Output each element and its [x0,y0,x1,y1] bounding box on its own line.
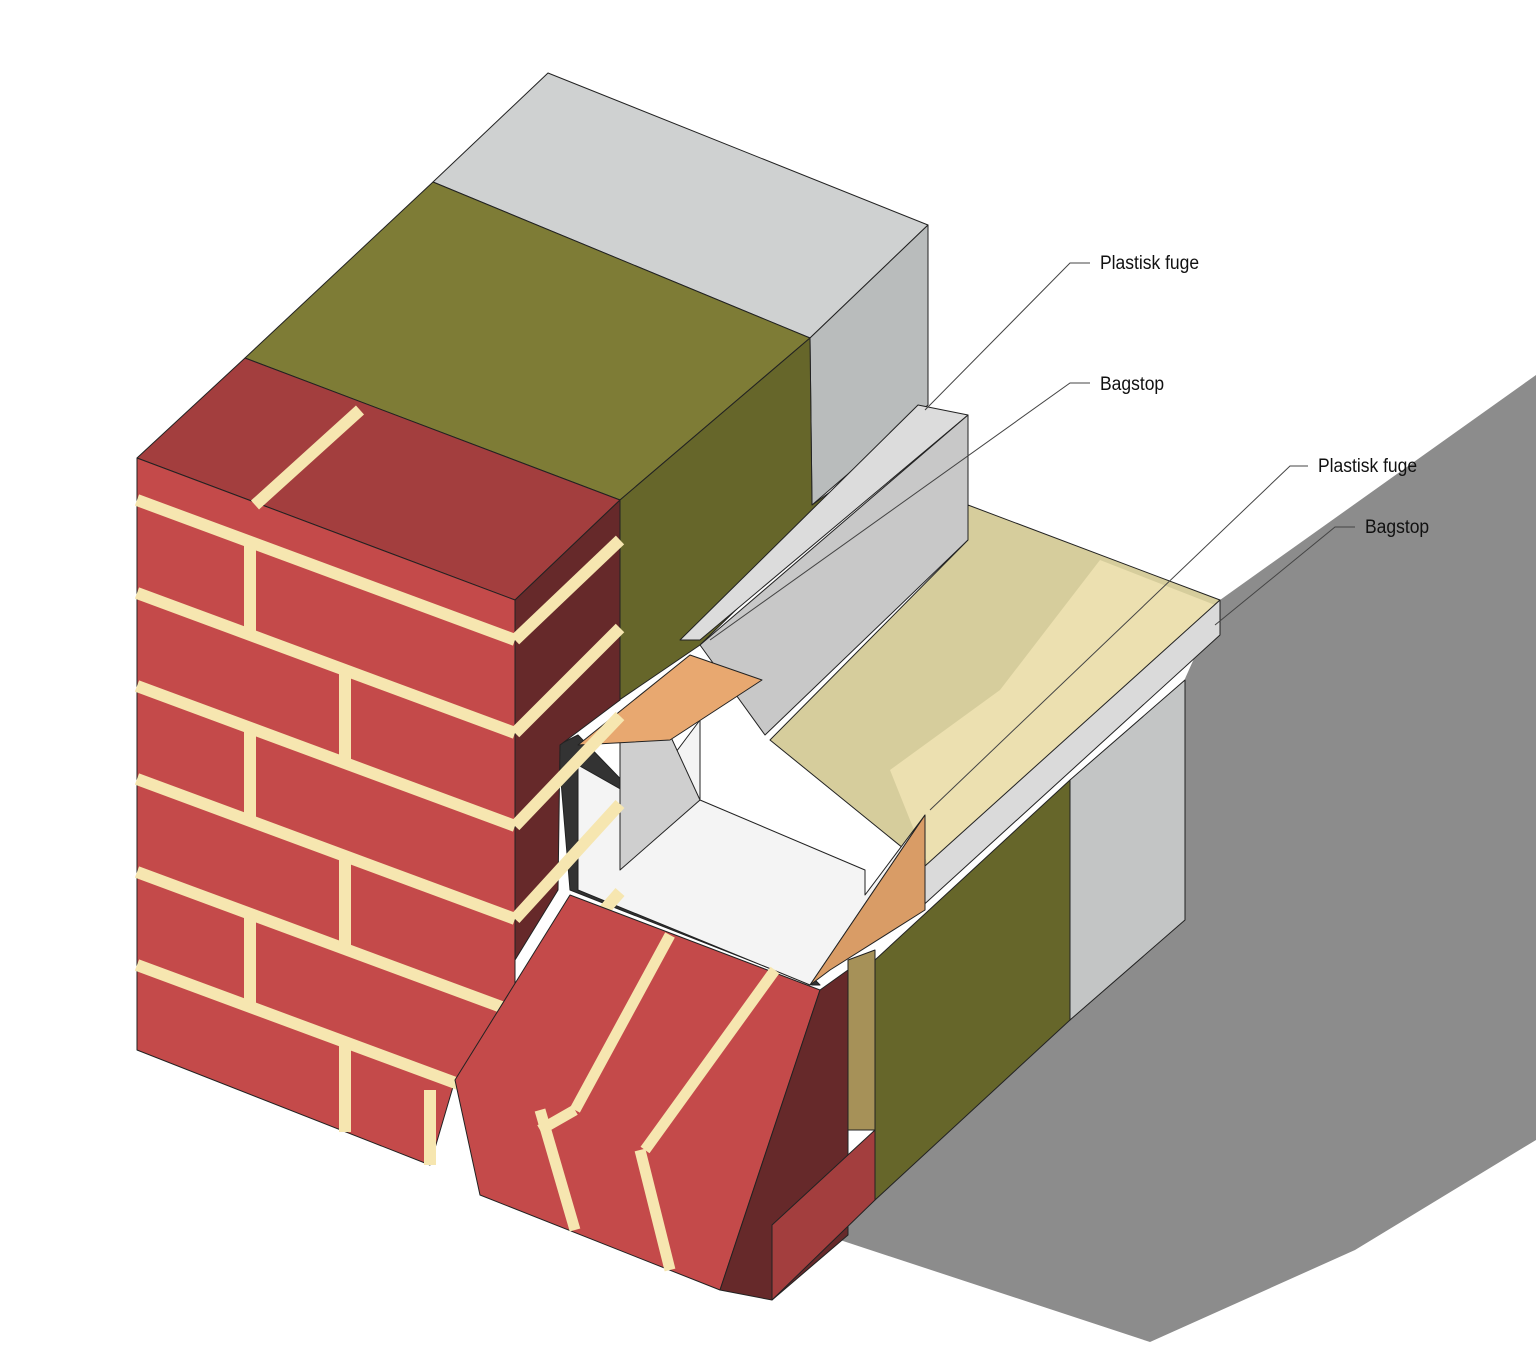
lintel-support [771,1129,876,1301]
mortar-joint [134,959,518,1111]
mortar-joints [134,405,625,1165]
label-bagstop-upper: Bagstop [1100,374,1165,395]
label-plastisk-fuge-lower: Plastisk fuge [1318,456,1418,477]
label-plastisk-fuge-upper: Plastisk fuge [1100,253,1200,274]
mortar-joint [134,494,518,646]
mortar-joint [134,587,518,739]
lower-cavity [847,949,876,1131]
mortar-joint [134,680,518,832]
floor-insulation-light [890,560,1215,870]
mortar-joint [510,799,625,924]
leader-lines [709,262,1355,811]
cast-shadow [840,375,1536,1342]
mortar-joint [134,866,518,1018]
label-bagstop-lower: Bagstop [1365,517,1430,538]
mortar-joint [510,535,625,645]
timber-sill [809,814,926,986]
mortar-joint [134,773,518,925]
upper-frame-profile [699,414,969,736]
lintel-mortar [534,932,780,1272]
mortar-joint [510,623,625,738]
mortar-joint [510,711,625,831]
upper-sealant-strip [679,404,969,641]
mortar-joint [250,405,365,510]
timber-top [577,654,763,746]
